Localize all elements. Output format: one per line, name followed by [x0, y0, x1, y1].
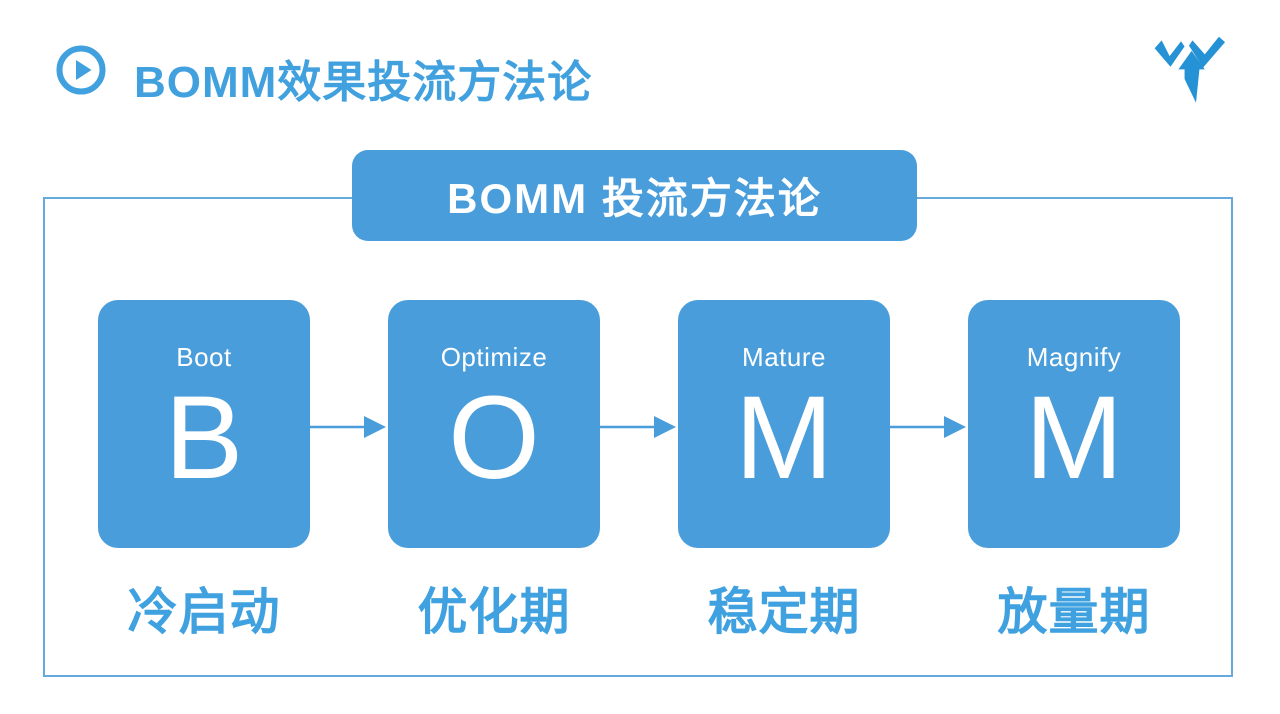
stage-abbr-label: Boot: [176, 342, 232, 372]
right-arrow-icon: [309, 412, 389, 442]
stage-phase-label: 稳定期: [707, 584, 861, 640]
stage-letter: O: [448, 372, 540, 504]
stage-letter: B: [164, 372, 244, 504]
stage-abbr-label: Magnify: [1026, 342, 1122, 372]
stage-letter: M: [1024, 372, 1124, 504]
stage-phase-label: 放量期: [997, 584, 1151, 640]
stage-abbr-label: Optimize: [440, 342, 548, 372]
right-arrow-icon: [599, 412, 679, 442]
stage-phase-label: 冷启动: [127, 584, 281, 640]
stage-card-magnify: Magnify M: [968, 300, 1180, 548]
play-circle-icon: [56, 45, 106, 95]
stage-letter: M: [734, 372, 834, 504]
stage-card-optimize: Optimize O: [388, 300, 600, 548]
brand-w-arrow-logo-icon: [1152, 28, 1240, 116]
stage-phase-label: 优化期: [417, 584, 571, 640]
stage-abbr-label: Mature: [742, 342, 826, 372]
right-arrow-icon: [889, 412, 969, 442]
stage-card-boot: Boot B: [98, 300, 310, 548]
panel-title-tab: BOMM 投流方法论: [352, 150, 917, 241]
stage-card-mature: Mature M: [678, 300, 890, 548]
page-title: BOMM效果投流方法论: [134, 58, 593, 107]
